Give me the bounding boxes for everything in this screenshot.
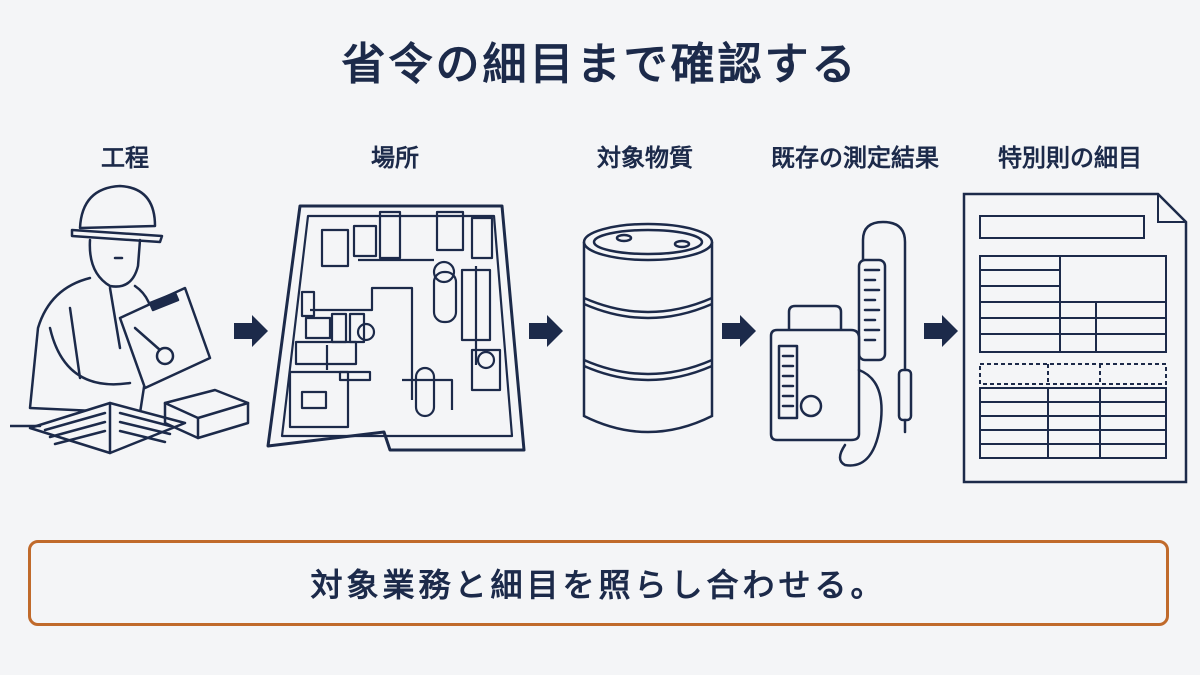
document-table-icon xyxy=(962,192,1190,487)
step-label-substance: 対象物質 xyxy=(597,144,693,172)
arrow-right-icon xyxy=(720,312,758,350)
step-label-location: 場所 xyxy=(371,144,419,172)
message-text: 対象業務と細目を照らし合わせる。 xyxy=(310,566,887,604)
message-box: 対象業務と細目を照らし合わせる。 xyxy=(28,540,1169,626)
arrow-right-icon xyxy=(232,312,270,350)
worker-clipboard-icon xyxy=(10,178,250,478)
page-title: 省令の細目まで確認する xyxy=(341,39,859,90)
step-label-measurement: 既存の測定結果 xyxy=(771,144,939,172)
step-label-special-rules: 特別則の細目 xyxy=(998,144,1142,172)
measuring-device-icon xyxy=(765,220,930,480)
floor-plan-icon xyxy=(262,200,532,455)
arrow-right-icon xyxy=(922,312,960,350)
drum-barrel-icon xyxy=(578,218,718,443)
step-label-process: 工程 xyxy=(101,144,149,172)
arrow-right-icon xyxy=(527,312,565,350)
